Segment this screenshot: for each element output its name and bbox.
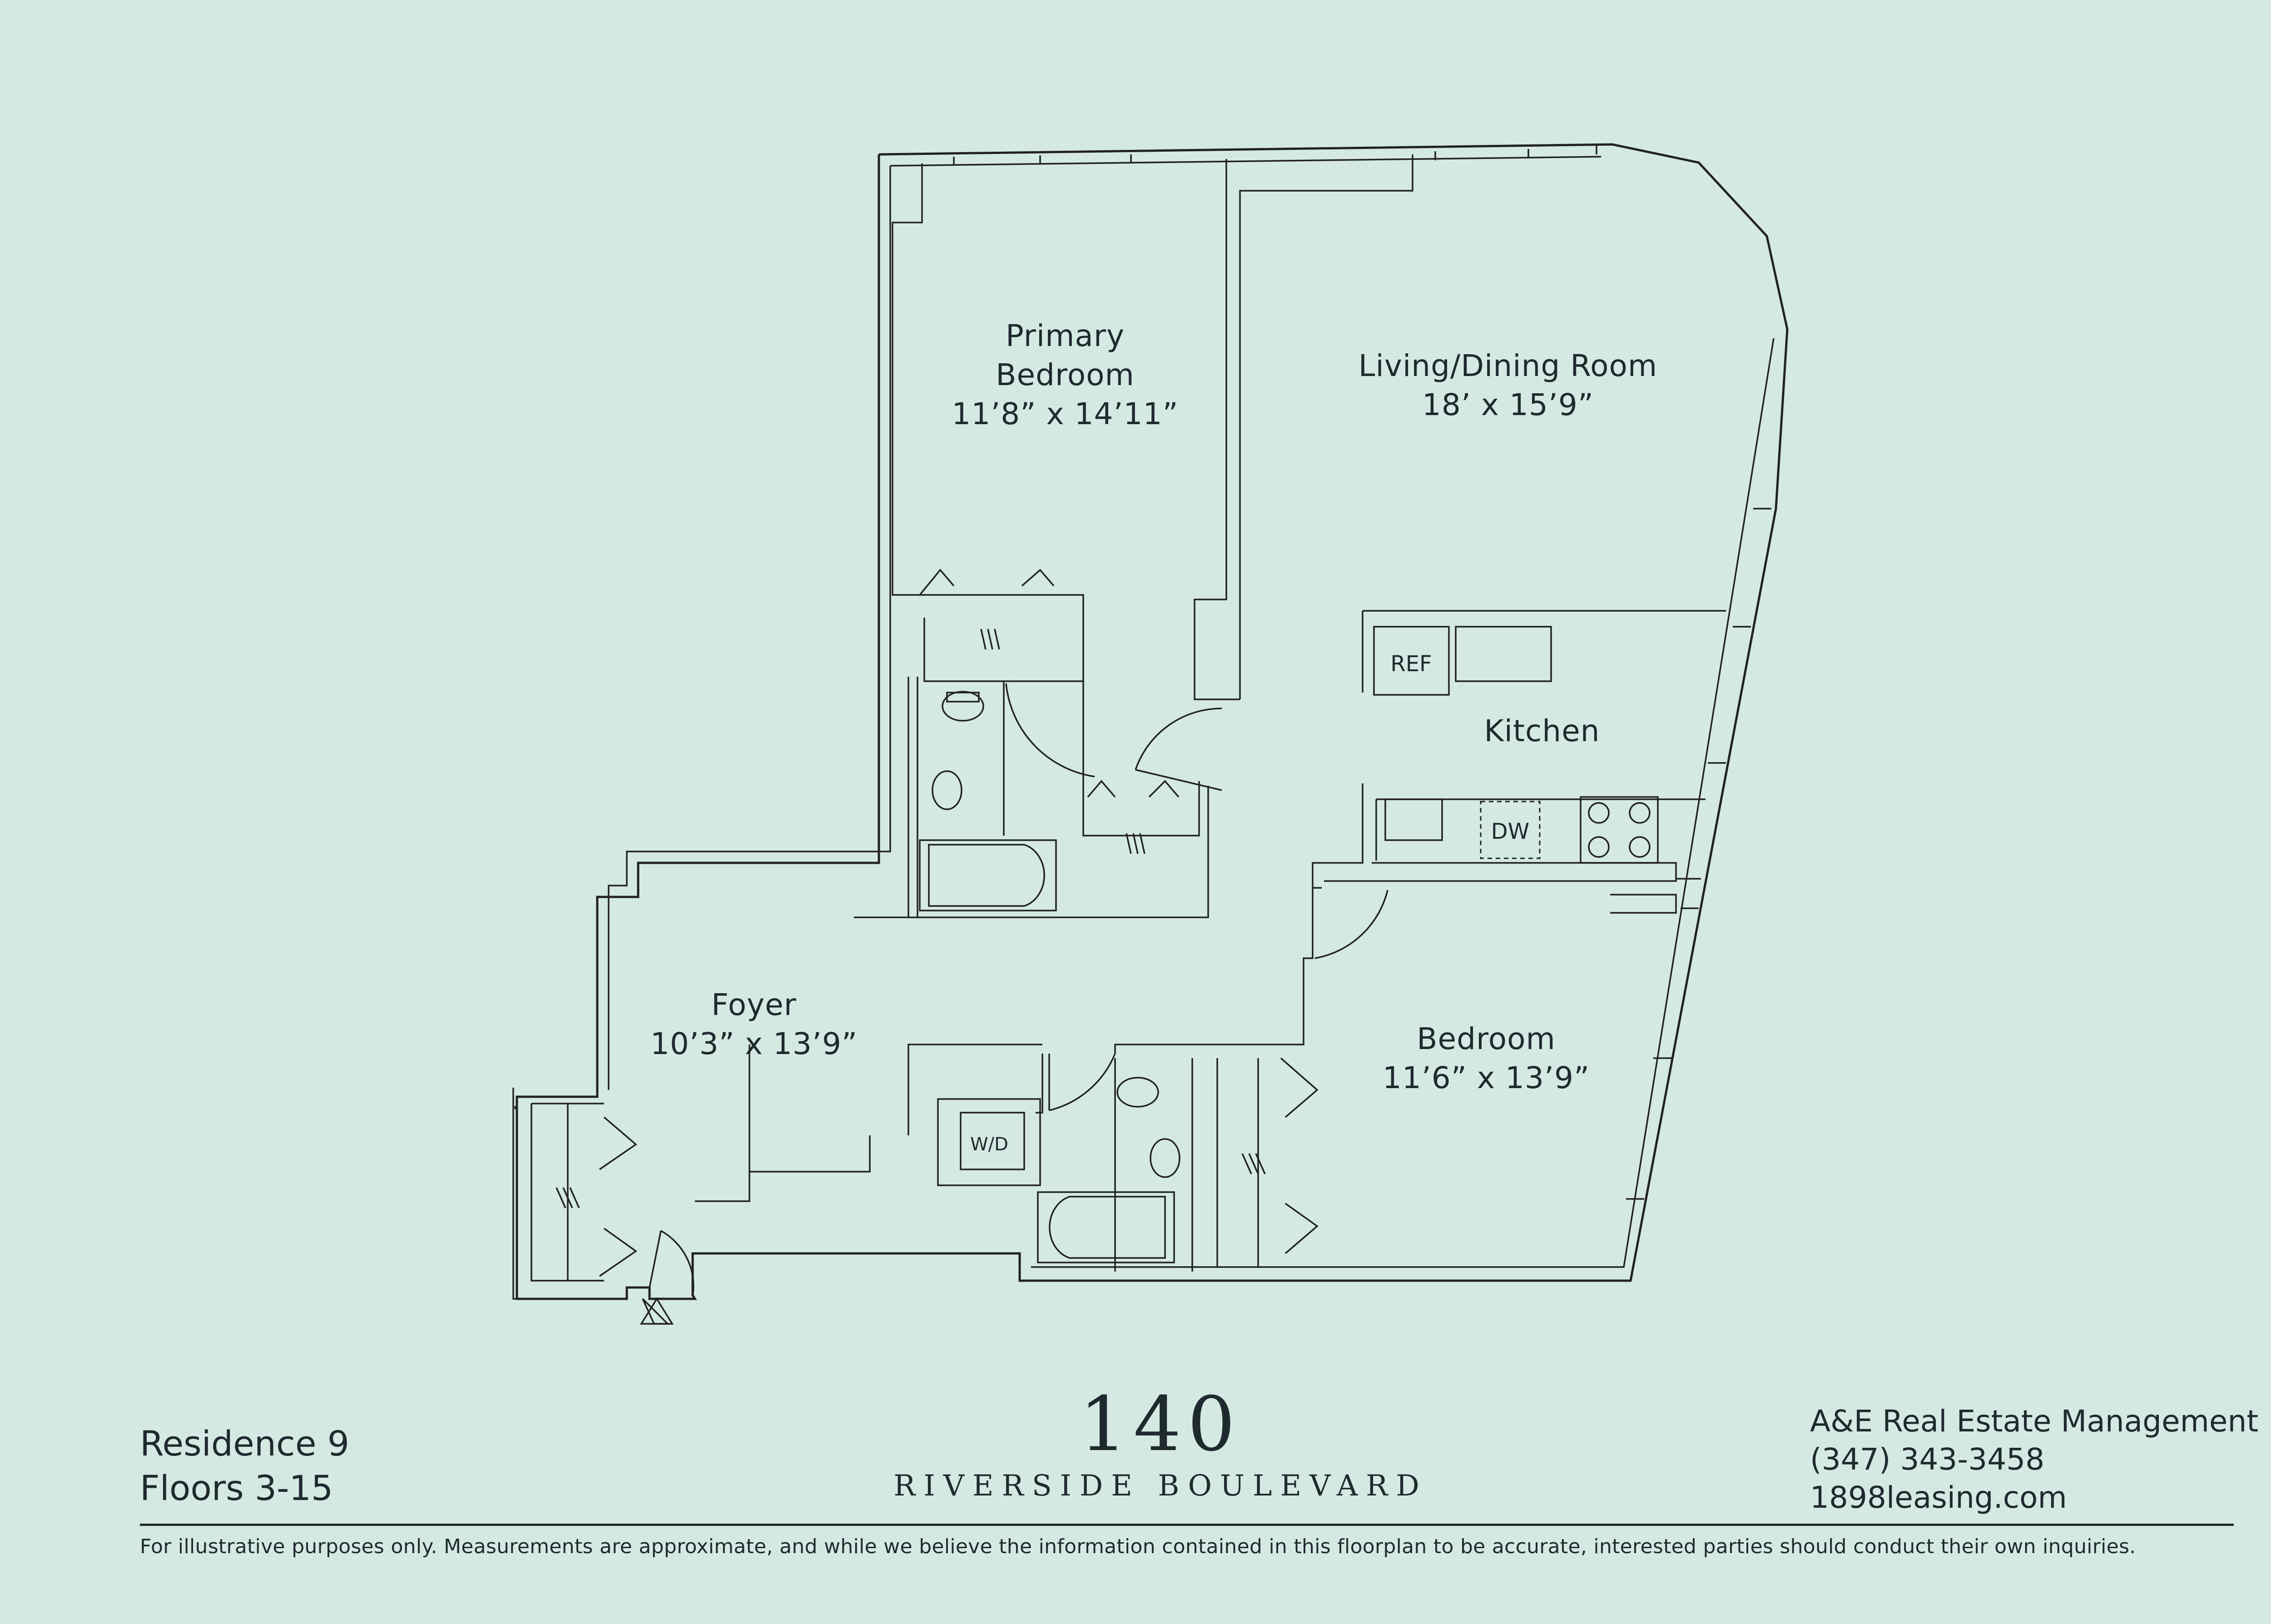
doors	[640, 683, 1388, 1325]
foyer-size: 10’3” x 13’9”	[650, 1026, 858, 1061]
residence-info: Residence 9 Floors 3-15	[140, 1421, 349, 1510]
room-label-primary-bedroom: Primary Bedroom 11’8” x 14’11”	[952, 317, 1178, 434]
refrigerator-label: REF	[1390, 651, 1432, 677]
kitchen-appliances	[1373, 626, 1659, 864]
room-label-kitchen: Kitchen	[1484, 712, 1600, 751]
primary-bedroom-name-2: Bedroom	[996, 357, 1135, 392]
residence-number: Residence 9	[140, 1423, 350, 1464]
living-dining-name: Living/Dining Room	[1358, 348, 1658, 383]
phone-number: (347) 343-3458	[1810, 1442, 2045, 1477]
floors-range: Floors 3-15	[140, 1468, 333, 1508]
windows	[953, 145, 1771, 1200]
room-label-living-dining: Living/Dining Room 18’ x 15’9”	[1359, 347, 1657, 425]
closets	[555, 569, 1319, 1277]
website-link[interactable]: 1898leasing.com	[1810, 1480, 2067, 1515]
bath-fixtures	[919, 691, 1180, 1263]
building-number: 140	[1079, 1381, 1242, 1468]
primary-bedroom-size: 11’8” x 14’11”	[952, 396, 1179, 431]
room-label-bedroom: Bedroom 11’6” x 13’9”	[1383, 1020, 1590, 1098]
bedroom-size: 11’6” x 13’9”	[1382, 1060, 1590, 1095]
primary-bedroom-name-1: Primary	[1005, 318, 1125, 353]
contact-info: A&E Real Estate Management (347) 343-345…	[1810, 1402, 2258, 1517]
dishwasher-label: DW	[1491, 819, 1530, 844]
room-label-foyer: Foyer 10’3” x 13’9”	[650, 985, 858, 1064]
living-dining-size: 18’ x 15’9”	[1422, 387, 1594, 422]
street-name: RIVERSIDE BOULEVARD	[893, 1469, 1428, 1503]
disclaimer-text: For illustrative purposes only. Measurem…	[140, 1535, 2136, 1558]
foyer-name: Foyer	[711, 987, 797, 1022]
exterior-walls	[514, 143, 1789, 1300]
footer-divider	[140, 1524, 2234, 1526]
washer-dryer-label: W/D	[970, 1134, 1008, 1155]
company-name: A&E Real Estate Management	[1810, 1404, 2259, 1439]
kitchen-name: Kitchen	[1484, 713, 1600, 748]
bedroom-name: Bedroom	[1417, 1021, 1556, 1056]
